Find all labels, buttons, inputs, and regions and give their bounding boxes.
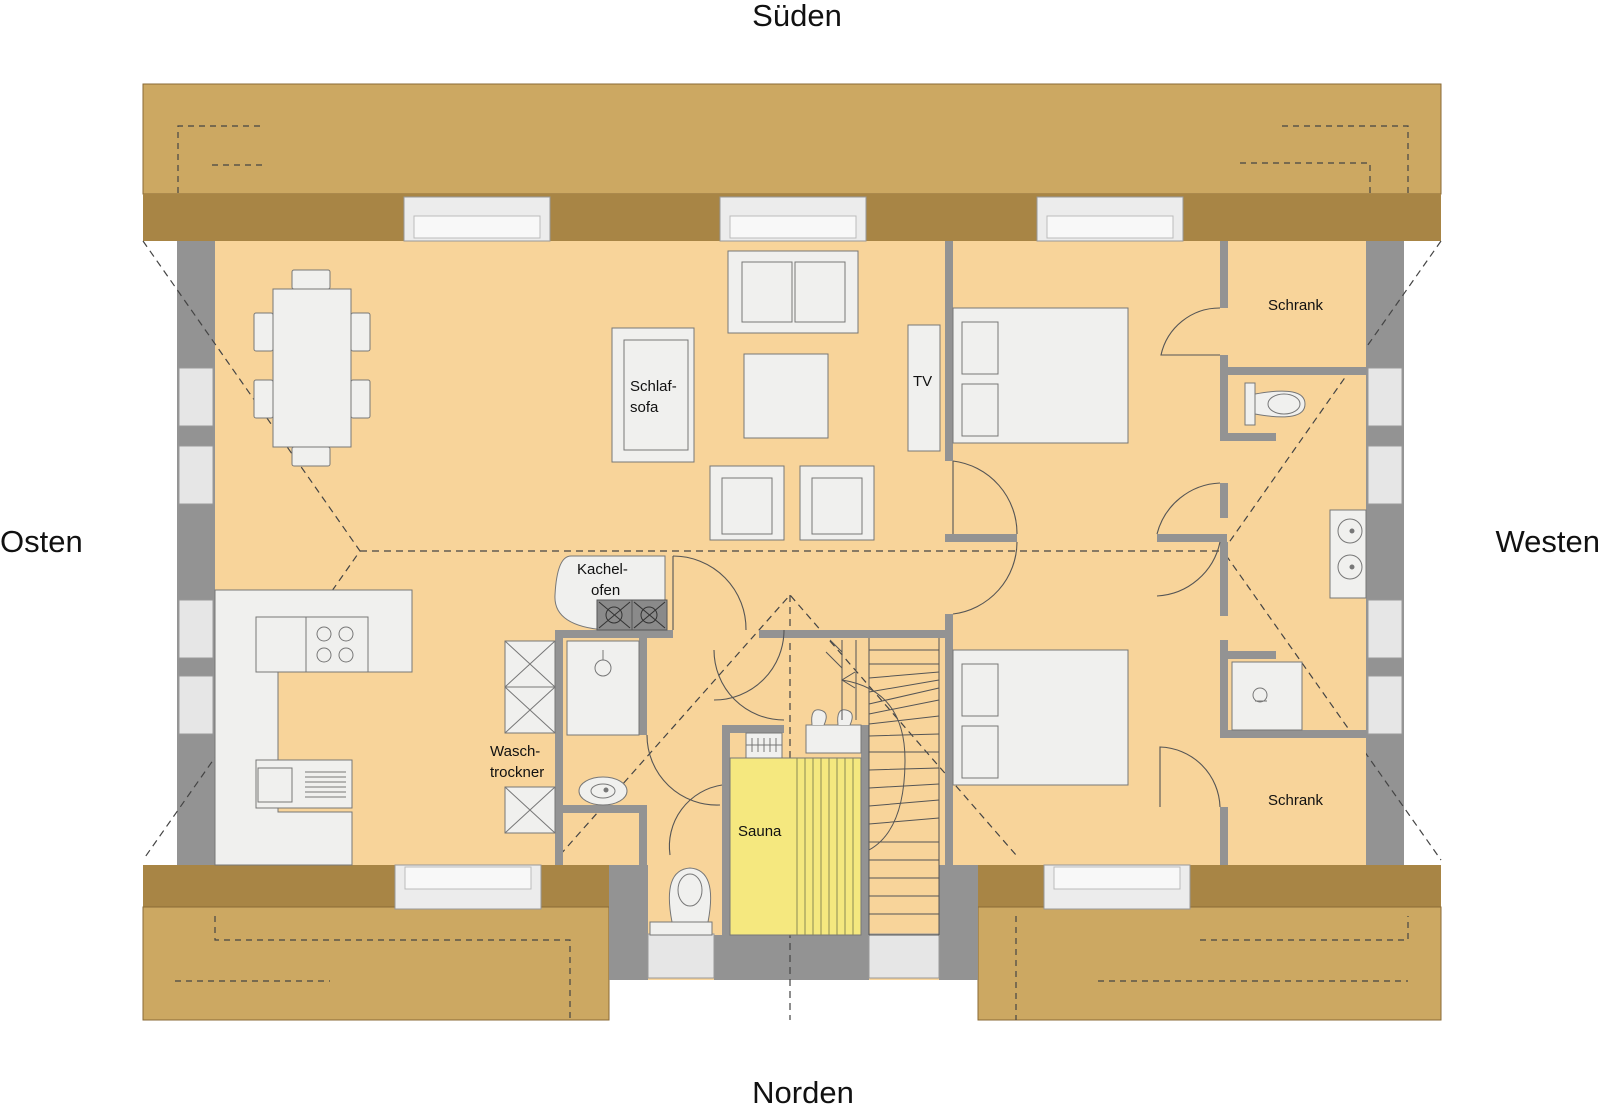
bed-top [952,307,1129,444]
shower-west [1231,661,1303,731]
label-tv: TV [913,373,932,390]
windows-side [178,367,1403,979]
room-labels: Schlaf- sofa TV Kachel- ofen Wasch- troc… [490,297,1324,840]
armchairs [709,465,875,541]
compass-south: Süden [752,0,842,33]
sofa-top [727,250,859,334]
roof-bottom-left-slope [142,906,610,1021]
label-wardrobe-bottom: Schrank [1268,792,1324,809]
sauna [729,709,862,936]
label-wardrobe-top: Schrank [1268,297,1324,314]
tv-cabinet [907,324,941,452]
windows-bottom [394,864,1191,910]
shower-utility [566,640,640,736]
bed-bottom [952,649,1129,786]
doors [646,307,1221,856]
walls-inner [555,241,1366,935]
kitchen [214,589,413,866]
coffee-table [743,353,829,439]
label-tile-stove-1: Kachel- [577,561,628,578]
windows-top [403,196,1184,242]
label-sauna: Sauna [738,823,782,840]
label-washer-dryer-1: Wasch- [490,743,540,760]
dining-table [253,269,371,467]
label-sofa-bed-2: sofa [630,399,659,416]
label-tile-stove-2: ofen [591,582,620,599]
wardrobes [1228,241,1366,865]
staircase [825,638,940,936]
wc-bottom [649,867,713,936]
label-sofa-bed-1: Schlaf- [630,378,677,395]
compass-north: Norden [752,1075,854,1107]
double-sink [1329,509,1367,599]
label-washer-dryer-2: trockner [490,764,544,781]
compass-west: Westen [1495,524,1600,559]
tile-stove [554,555,668,631]
washer-dryer [504,640,556,834]
wash-basin [578,776,628,806]
roof-top [142,83,1442,195]
compass-east: Osten [0,524,83,559]
walls-outer [177,241,1404,980]
sofa-bed [611,327,695,463]
wc-top [1244,382,1306,426]
roof-bottom-right-slope [977,906,1442,1021]
